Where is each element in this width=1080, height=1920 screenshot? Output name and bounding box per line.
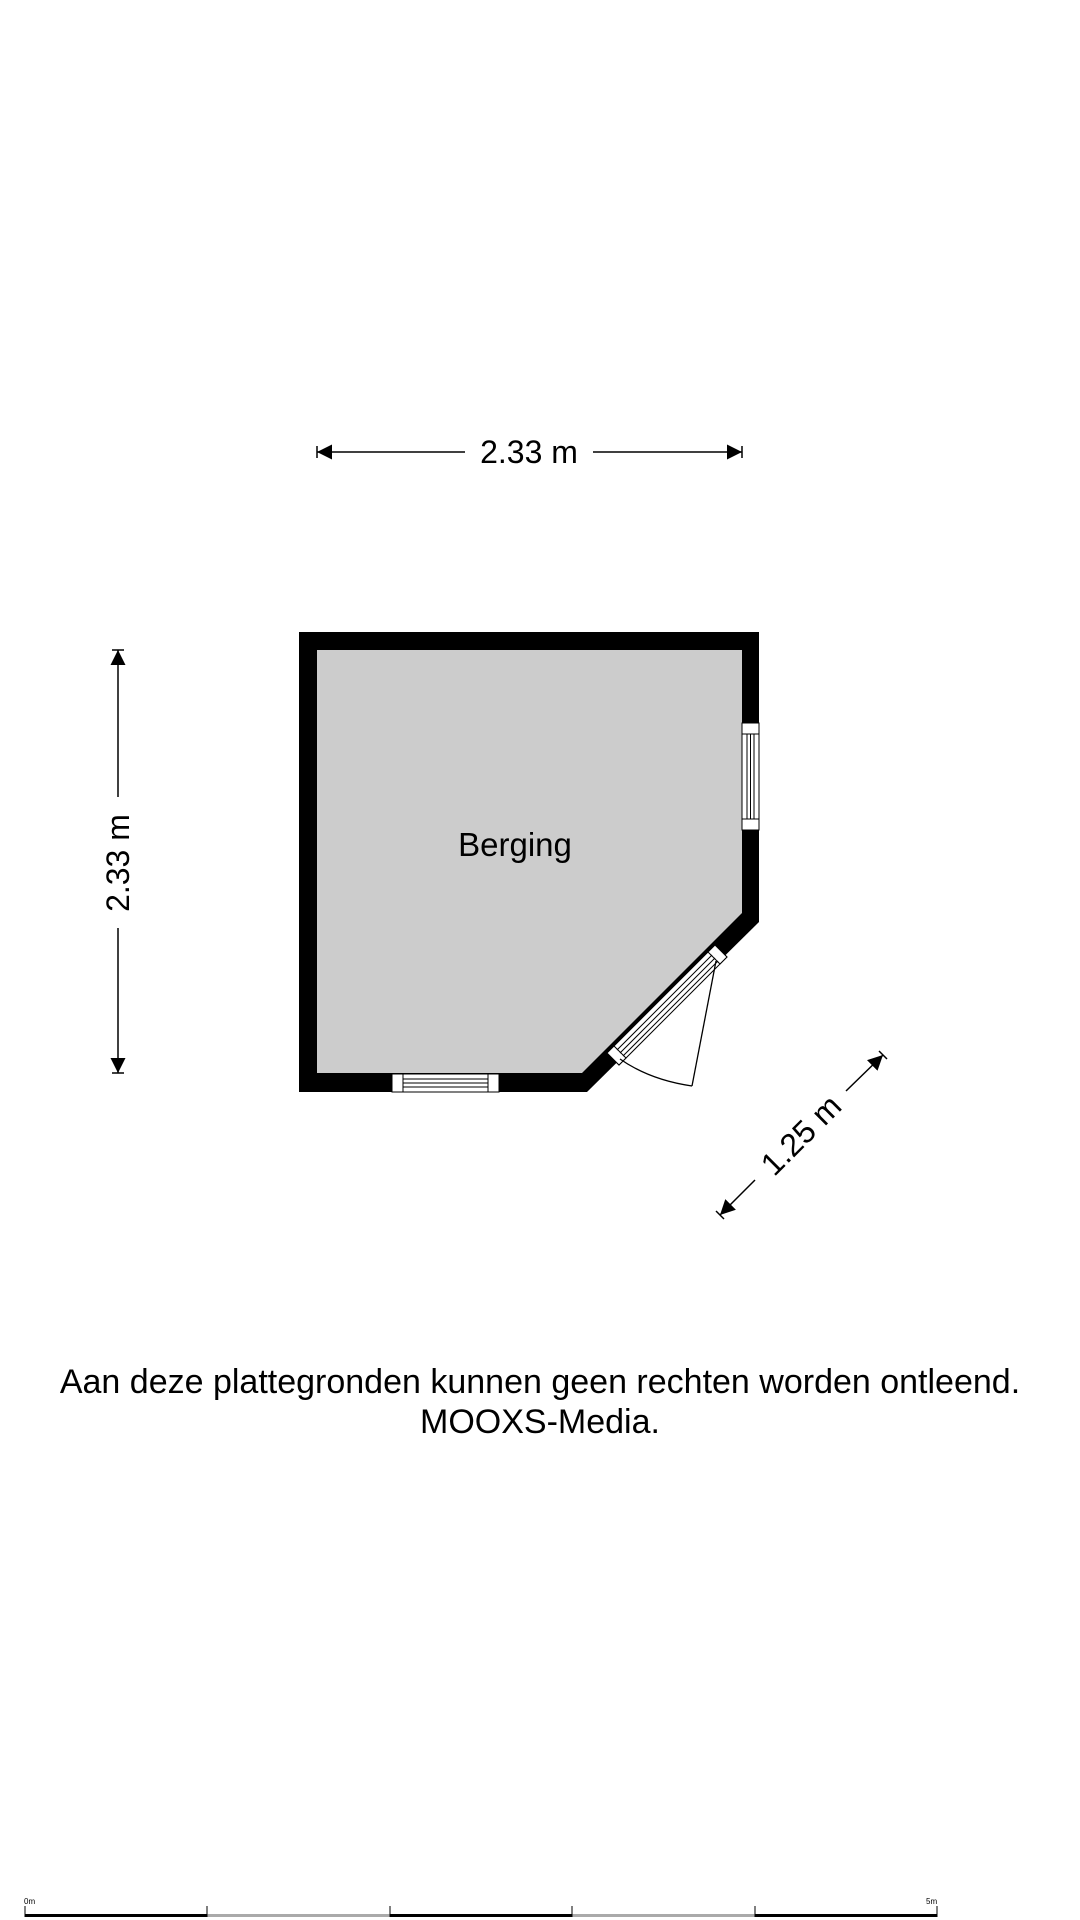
dimension-height	[110, 649, 126, 1074]
window-right	[741, 722, 760, 831]
room-label: Berging	[458, 826, 572, 863]
scale-bar	[24, 1906, 938, 1917]
room-floor	[317, 650, 742, 1073]
scale-bar-start-label: 0m	[24, 1897, 36, 1906]
dimension-height-label: 2.33 m	[100, 814, 136, 912]
dimension-width-label: 2.33 m	[480, 434, 578, 470]
scale-bar-end-label: 5m	[926, 1897, 938, 1906]
dimension-diagonal	[715, 1050, 888, 1220]
window-bottom	[391, 1073, 500, 1093]
disclaimer-line-1: Aan deze plattegronden kunnen geen recht…	[59, 1363, 1021, 1401]
dimension-width	[316, 444, 743, 460]
disclaimer-line-2: MOOXS-Media.	[420, 1403, 660, 1441]
door-diagonal	[606, 944, 728, 1087]
